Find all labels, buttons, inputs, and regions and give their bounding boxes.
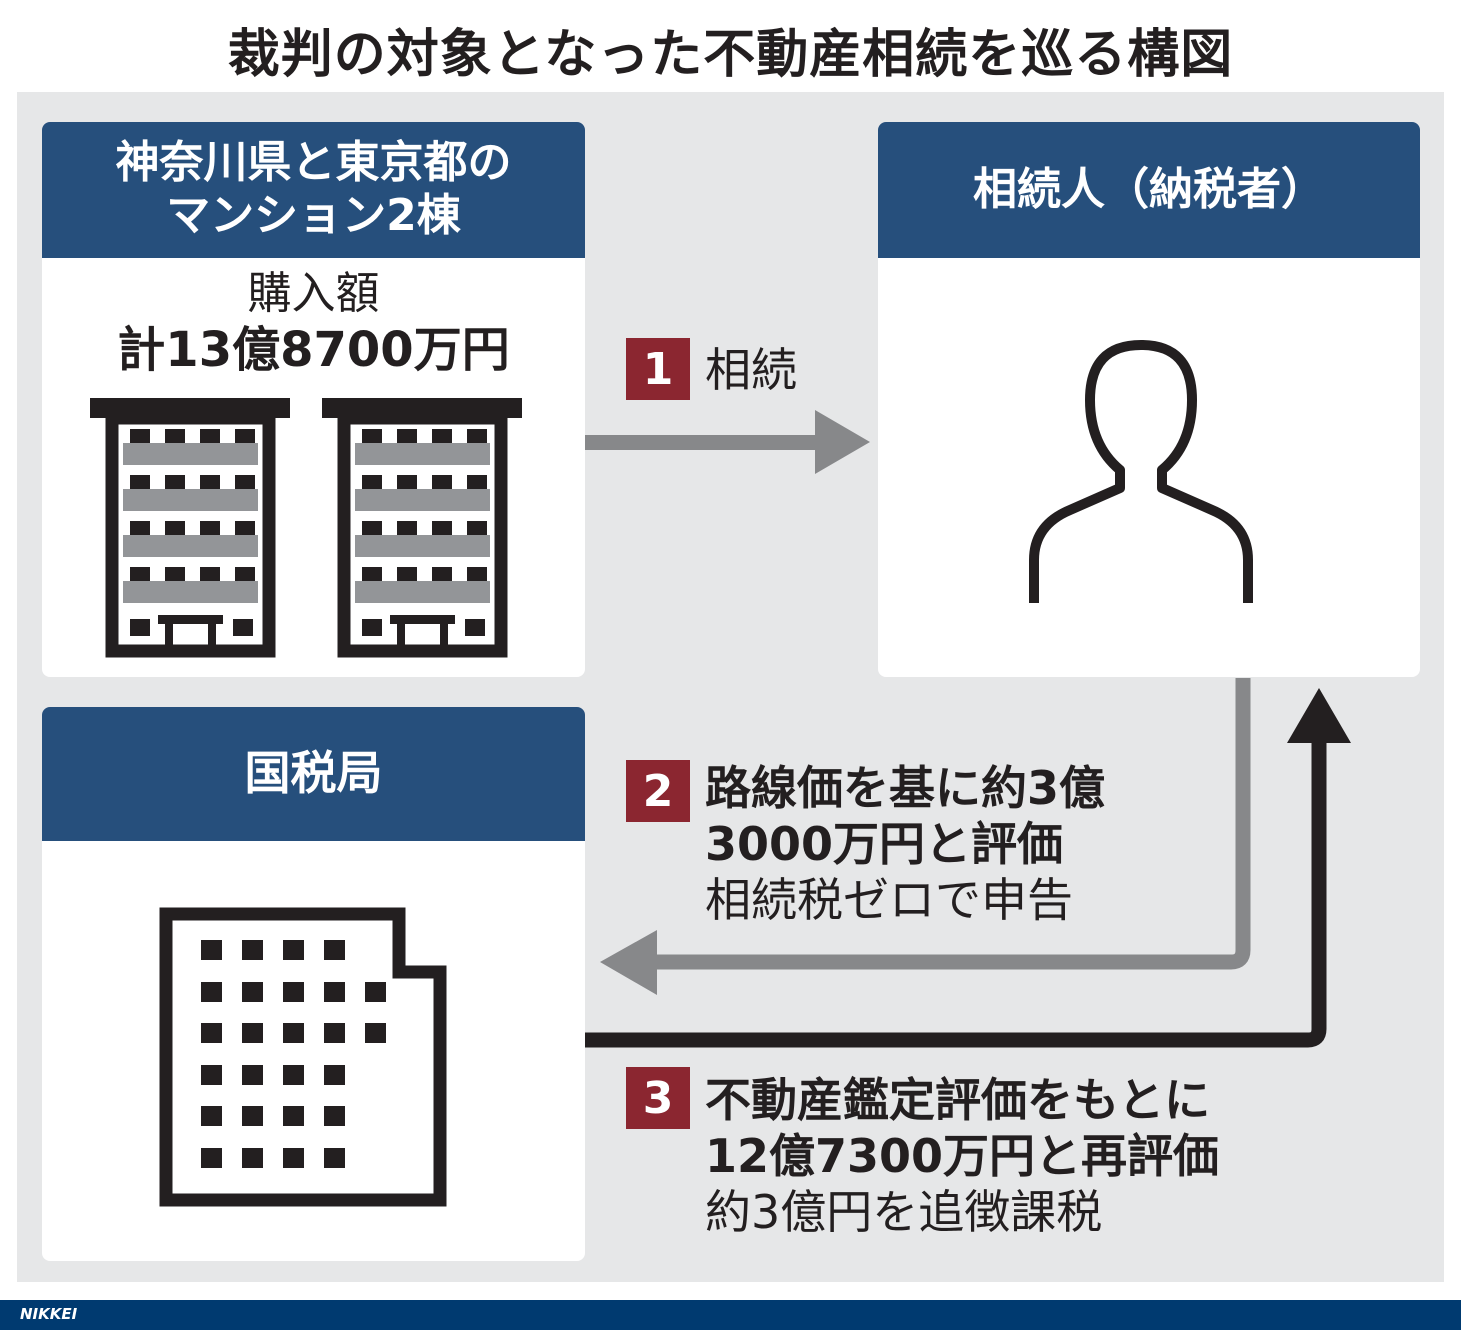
- step-2-line: 3000万円と評価: [705, 817, 1064, 871]
- step-3-line: 12億7300万円と再評価: [705, 1129, 1220, 1183]
- tax-office-card: 国税局: [42, 707, 585, 1261]
- property-header: 神奈川県と東京都の マンション2棟: [42, 122, 585, 258]
- step-3-badge: 3: [626, 1067, 690, 1129]
- heir-header: 相続人（納税者）: [878, 122, 1420, 258]
- heir-card: 相続人（納税者）: [878, 122, 1420, 677]
- office-building-icon: [159, 907, 447, 1207]
- step-1-line: 相続: [705, 343, 797, 397]
- declaration-arrow: [600, 678, 1251, 995]
- nikkei-logo: NIKKEI: [20, 1305, 78, 1323]
- step-2-badge: 2: [626, 760, 690, 822]
- step-1-badge: 1: [626, 338, 690, 400]
- condo-building-icon: [90, 398, 290, 658]
- step-2-line: 路線価を基に約3億: [705, 761, 1106, 815]
- footer-bar: [0, 1300, 1461, 1330]
- condo-building-icon: [322, 398, 522, 652]
- tax-office-header: 国税局: [42, 707, 585, 841]
- step-2-line: 相続税ゼロで申告: [705, 873, 1073, 927]
- step-3-text: 不動産鑑定評価をもとに 12億7300万円と再評価 約3億円を追徴課税: [705, 1072, 1219, 1240]
- purchase-amount: 計13億8700万円: [117, 322, 510, 378]
- step-3-line: 不動産鑑定評価をもとに: [705, 1073, 1211, 1127]
- purchase-label: 購入額: [247, 268, 380, 319]
- reassessment-arrow: [585, 688, 1351, 1048]
- step-3-line: 約3億円を追徴課税: [705, 1185, 1103, 1239]
- step-1-text: 相続: [705, 342, 797, 398]
- property-header-line2: マンション2棟: [166, 190, 461, 241]
- page-title: 裁判の対象となった不動産相続を巡る構図: [227, 25, 1234, 85]
- property-header-line1: 神奈川県と東京都の: [115, 137, 512, 189]
- step-2-text: 路線価を基に約3億 3000万円と評価 相続税ゼロで申告: [705, 760, 1105, 928]
- person-icon: [1029, 340, 1253, 603]
- inheritance-arrow: [585, 410, 870, 474]
